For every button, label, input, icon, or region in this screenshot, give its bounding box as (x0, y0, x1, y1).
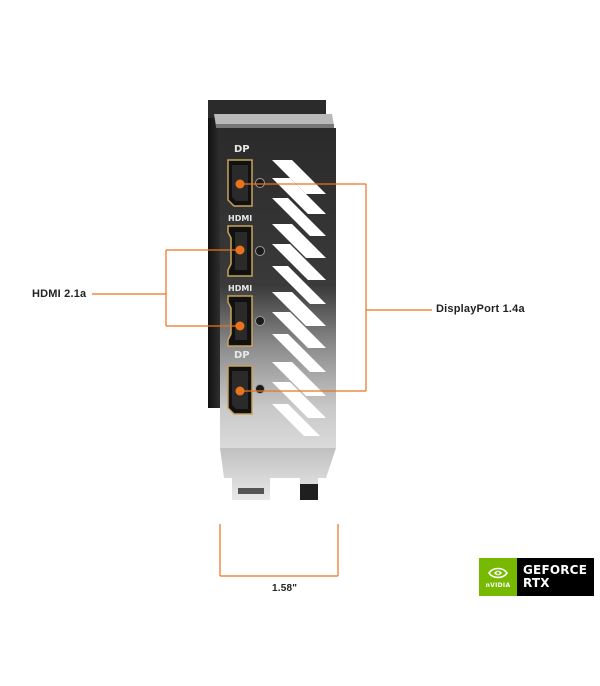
bracket-slot (300, 484, 318, 500)
nvidia-logo: nVIDIA (479, 558, 517, 596)
displayport-callout-label: DisplayPort 1.4a (436, 303, 525, 315)
dp-top-marker (235, 179, 245, 189)
hdmi-callout-label: HDMI 2.1a (32, 288, 87, 300)
dp-callout-lines (240, 183, 432, 392)
port-label-dp-top: DP (234, 144, 250, 155)
port-screw-icon (255, 178, 265, 394)
nvidia-eye-icon (488, 567, 508, 579)
port-hdmi-2 (227, 295, 253, 347)
port-label-hdmi-2: HDMI (228, 284, 252, 293)
hdmi-1-marker (235, 245, 245, 255)
width-dimension-label: 1.58" (272, 583, 298, 594)
vent-slots (272, 160, 326, 436)
hdmi-callout-lines (92, 249, 240, 327)
bracket-top-edge (216, 124, 334, 128)
hdmi-2-marker (235, 321, 245, 331)
card-side (208, 118, 222, 408)
geforce-rtx-badge: nVIDIA GEFORCE RTX (479, 558, 594, 596)
geforce-rtx-text: GEFORCE RTX (517, 558, 594, 596)
port-label-dp-bottom: DP (234, 350, 250, 361)
badge-line-rtx: RTX (523, 576, 550, 590)
dp-bottom-marker (235, 386, 245, 396)
nvidia-wordmark: nVIDIA (485, 582, 511, 589)
width-dimension (219, 524, 339, 577)
port-label-hdmi-1: HDMI (228, 214, 252, 223)
bracket-tab (220, 448, 336, 500)
bracket-top-fold (214, 114, 334, 126)
badge-line-geforce: GEFORCE (523, 563, 588, 577)
pcb-connector (238, 488, 264, 494)
